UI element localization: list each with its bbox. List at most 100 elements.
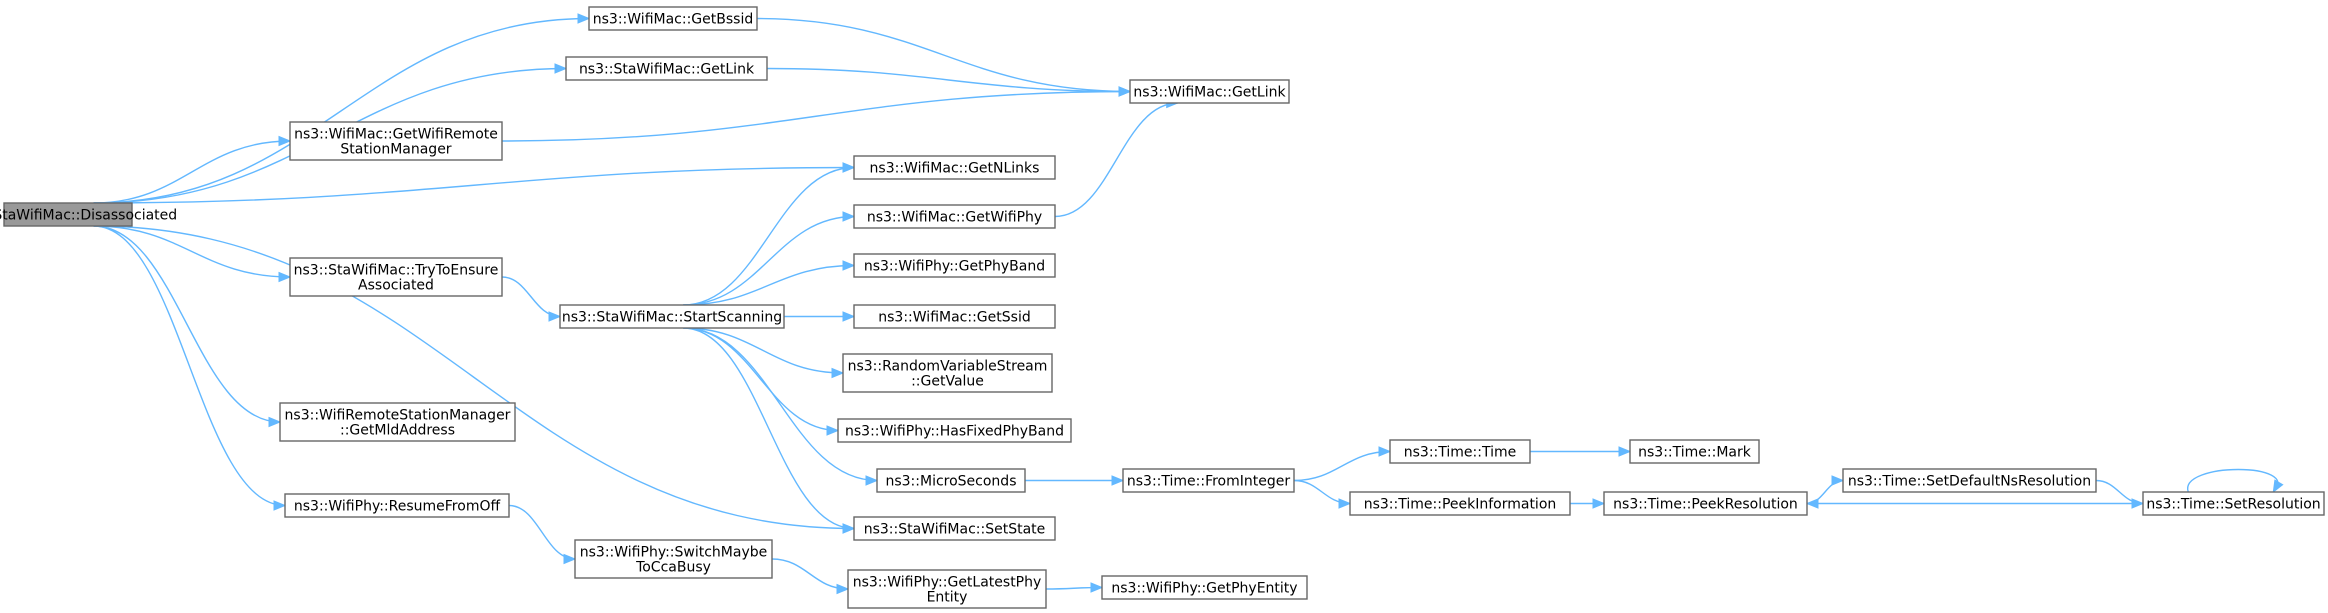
node-box[interactable] [842, 353, 1053, 393]
node-getwifiphy[interactable]: ns3::WifiMac::GetWifiPhy [853, 204, 1056, 229]
node-box[interactable] [284, 493, 510, 518]
node-box[interactable] [837, 418, 1072, 443]
node-box[interactable] [1129, 79, 1290, 104]
node-box[interactable] [1603, 491, 1808, 516]
node-label: ns3::WifiPhy::GetLatestPhy [853, 575, 1042, 591]
node-box[interactable] [559, 304, 785, 329]
node-box[interactable] [853, 253, 1056, 278]
node-label: ns3::MicroSeconds [885, 474, 1016, 490]
edge-line [683, 166, 855, 306]
node-box[interactable] [588, 6, 758, 31]
node-label: ns3::StaWifiMac::GetLink [579, 62, 755, 78]
node-resumefromoff[interactable]: ns3::WifiPhy::ResumeFromOff [284, 493, 510, 518]
node-box[interactable] [853, 155, 1056, 180]
node-label: ns3::Time::Time [1404, 445, 1516, 461]
edge-line [93, 17, 590, 204]
edge-frominteger-to-timetime [1293, 446, 1392, 482]
edge-arrowhead [1378, 446, 1392, 457]
node-rvsgetvalue[interactable]: ns3::RandomVariableStream::GetValue [842, 353, 1053, 393]
node-box[interactable] [853, 204, 1056, 229]
node-timemark[interactable]: ns3::Time::Mark [1629, 439, 1760, 464]
edge-line [1806, 479, 1844, 505]
node-box[interactable] [1101, 575, 1308, 600]
edge-startscanning-to-rvsgetvalue [683, 327, 845, 379]
node-setstate[interactable]: ns3::StaWifiMac::SetState [853, 516, 1056, 541]
edge-disassociated-to-resumefromoff [93, 225, 287, 511]
node-box[interactable] [279, 402, 516, 442]
edge-line [683, 264, 855, 306]
node-getssid[interactable]: ns3::WifiMac::GetSsid [853, 304, 1056, 329]
node-label: ns3::WifiPhy::ResumeFromOff [294, 499, 501, 515]
edge-startscanning-to-getphyband [683, 260, 856, 306]
node-label: ::GetValue [911, 374, 984, 390]
node-box[interactable] [876, 468, 1026, 493]
node-label: Associated [358, 278, 434, 294]
edge-line [93, 225, 286, 507]
edge-startscanning-to-hasfixedphyband [683, 327, 840, 436]
edge-arrowhead [865, 475, 879, 486]
node-label: ns3::WifiMac::GetWifiPhy [867, 210, 1042, 226]
node-timetime[interactable]: ns3::Time::Time [1389, 439, 1531, 464]
node-box[interactable] [1842, 468, 2097, 493]
edge-peekinformation-to-peekresolution [1570, 498, 1606, 509]
node-macgetlink[interactable]: ns3::WifiMac::GetLink [1129, 79, 1290, 104]
edge-getwifiphy-to-macgetlink [1054, 97, 1180, 218]
node-box[interactable] [1349, 491, 1571, 516]
node-label: ns3::Time::SetResolution [2146, 497, 2320, 513]
node-box[interactable] [853, 516, 1056, 541]
node-label: ns3::WifiPhy::GetPhyEntity [1111, 581, 1297, 597]
node-getbssid[interactable]: ns3::WifiMac::GetBssid [588, 6, 758, 31]
node-getmldaddress[interactable]: ns3::WifiRemoteStationManager::GetMldAdd… [279, 402, 516, 442]
node-startscanning[interactable]: ns3::StaWifiMac::StartScanning [559, 304, 785, 329]
node-label: ns3::StaWifiMac::StartScanning [562, 310, 782, 326]
node-box[interactable] [1122, 468, 1295, 493]
node-label: ns3::RandomVariableStream [848, 359, 1048, 375]
node-setresolution[interactable]: ns3::Time::SetResolution [2142, 491, 2325, 516]
node-box[interactable] [289, 121, 503, 161]
node-box[interactable] [1629, 439, 1760, 464]
node-frominteger[interactable]: ns3::Time::FromInteger [1122, 468, 1295, 493]
node-box[interactable] [1389, 439, 1531, 464]
node-hasfixedphyband[interactable]: ns3::WifiPhy::HasFixedPhyBand [837, 418, 1072, 443]
node-getphyentity[interactable]: ns3::WifiPhy::GetPhyEntity [1101, 575, 1308, 600]
edge-setresolution-to-peekresolution [1805, 498, 2143, 509]
node-peekinformation[interactable]: ns3::Time::PeekInformation [1349, 491, 1571, 516]
edge-arrowhead [842, 260, 856, 271]
node-setdefaultns[interactable]: ns3::Time::SetDefaultNsResolution [1842, 468, 2097, 493]
node-getnlinks[interactable]: ns3::WifiMac::GetNLinks [853, 155, 1056, 180]
node-label: ns3::StaWifiMac::SetState [864, 522, 1046, 538]
edge-line [93, 166, 855, 204]
edge-arrowhead [273, 500, 287, 511]
node-label: ns3::Time::PeekResolution [1613, 497, 1798, 513]
edge-arrowhead [831, 367, 845, 379]
edge-arrowhead [836, 583, 850, 595]
node-getphyband[interactable]: ns3::WifiPhy::GetPhyBand [853, 253, 1056, 278]
node-stagetlink[interactable]: ns3::StaWifiMac::GetLink [565, 56, 768, 81]
edge-arrowhead [842, 523, 856, 534]
node-getremote[interactable]: ns3::WifiMac::GetWifiRemoteStationManage… [289, 121, 503, 161]
call-graph-edges [93, 13, 2284, 595]
edge-trytoensure-to-startscanning [501, 276, 562, 322]
edge-line [683, 215, 855, 306]
edge-line [93, 225, 855, 530]
edge-microseconds-to-frominteger [1025, 475, 1125, 486]
edge-arrowhead [563, 553, 577, 565]
node-box[interactable] [3, 202, 133, 227]
node-box[interactable] [2142, 491, 2325, 516]
call-graph-nodes: ns3::StaWifiMac::Disassociatedns3::WifiM… [0, 6, 2325, 609]
node-microseconds[interactable]: ns3::MicroSeconds [876, 468, 1026, 493]
edge-startscanning-to-getnlinks [683, 162, 856, 306]
node-box[interactable] [289, 257, 503, 297]
node-box[interactable] [574, 539, 773, 579]
edge-arrowhead [548, 311, 562, 322]
node-peekresolution[interactable]: ns3::Time::PeekResolution [1603, 491, 1808, 516]
node-disassociated[interactable]: ns3::StaWifiMac::Disassociated [0, 202, 177, 227]
edge-line [683, 327, 878, 482]
node-box[interactable] [565, 56, 768, 81]
node-box[interactable] [853, 304, 1056, 329]
edge-arrowhead [268, 416, 282, 428]
node-box[interactable] [847, 569, 1047, 609]
